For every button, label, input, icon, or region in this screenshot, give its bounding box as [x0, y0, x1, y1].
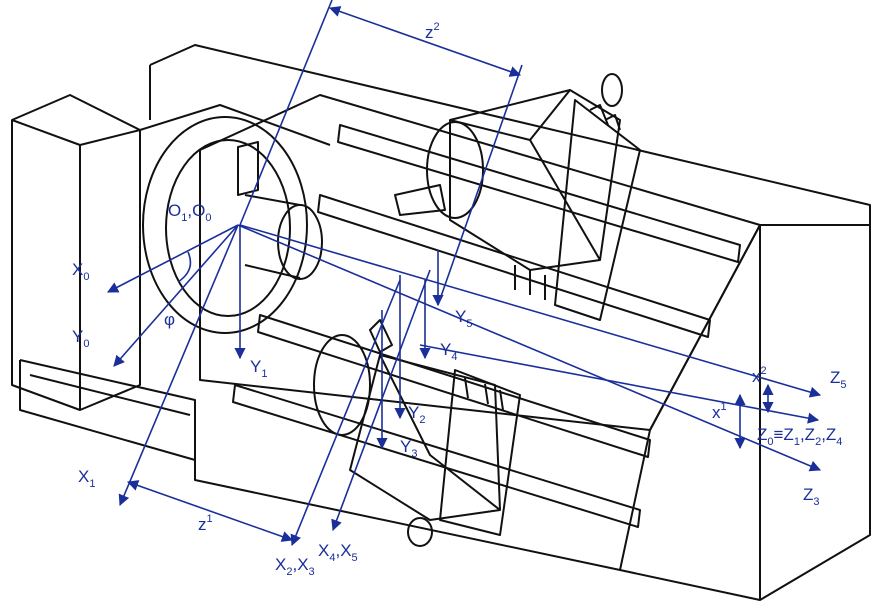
upper-rail-2: [317, 194, 711, 338]
upper-tool-disc: [426, 121, 484, 219]
headstock-cap: [139, 104, 331, 146]
label-phi: φ: [164, 310, 175, 329]
upper-turret-knob: [601, 73, 623, 107]
axis-x4-x5: [331, 269, 431, 532]
label-x4-x5: X4,X5: [318, 541, 358, 564]
label-y2: Y2: [408, 403, 425, 426]
z2-right-extension: [437, 64, 523, 306]
axis-labels: z2 O1,O0 X0 Y0 φ Y1 X1 z1 Y5 Y4 Y2 Y3 X2…: [72, 21, 847, 578]
label-z2: z2: [425, 21, 440, 42]
z2-left-extension: [239, 0, 333, 226]
coordinate-axes: [107, 0, 822, 547]
label-z1: z1: [198, 513, 213, 534]
headstock-top-edge: [79, 129, 141, 146]
axis-x1: [118, 224, 239, 507]
label-y3: Y3: [400, 437, 417, 460]
axis-z5: [239, 224, 822, 398]
axis-x0: [107, 224, 239, 293]
lower-turret-plate: [439, 369, 521, 536]
label-x1-small: x1: [712, 401, 727, 422]
axis-x2-x3: [290, 279, 401, 547]
label-y1: Y1: [250, 357, 267, 380]
upper-turret-body: [449, 89, 621, 271]
label-x1: X1: [78, 467, 95, 490]
lower-tool-disc: [313, 334, 371, 436]
bed-surface: [199, 94, 761, 431]
label-z0-equiv: Z0≡Z1,Z2,Z4: [757, 425, 842, 448]
label-z5: Z5: [830, 368, 847, 391]
label-y4: Y4: [440, 340, 457, 363]
label-x2: x2: [752, 365, 767, 386]
upper-turret-plate: [554, 99, 641, 321]
lower-turret-body: [349, 354, 501, 521]
label-x2-x3: X2,X3: [275, 555, 315, 578]
lathe-machine-drawing: [11, 44, 871, 601]
label-y0: Y0: [72, 327, 89, 350]
z2-dimension-line: [328, 6, 522, 77]
label-o1-o0: O1,O0: [168, 201, 211, 224]
chuck-jaw: [237, 141, 259, 196]
headstock-box: [11, 94, 141, 411]
lower-turret-bolts: [464, 377, 504, 411]
lower-turret-face: [379, 354, 501, 511]
upper-turret-studs: [514, 265, 546, 300]
axis-y0: [113, 224, 239, 367]
lower-tool-tip: [369, 319, 393, 353]
label-x0: X0: [72, 260, 89, 283]
chuck-flange: [142, 116, 308, 334]
upper-tool-holder: [394, 184, 446, 216]
machine-base-side: [19, 359, 196, 460]
label-y5: Y5: [455, 307, 472, 330]
machine-end-slope: [619, 224, 870, 601]
z1-dimension-line: [126, 480, 294, 542]
upper-rail-1: [337, 124, 741, 263]
label-z3: Z3: [803, 485, 820, 508]
axis-z0: [419, 344, 820, 424]
machine-back-top-edge: [149, 44, 871, 225]
machine-base-front: [19, 360, 621, 571]
lower-turret-knob: [407, 517, 433, 547]
axis-z3: [237, 224, 822, 472]
upper-turret-edge: [529, 89, 571, 141]
chuck-inner: [165, 139, 291, 317]
lower-rail-2: [232, 384, 641, 528]
phi-arc: [177, 251, 192, 283]
upper-turret-bolts: [589, 104, 621, 131]
machine-base-groove: [29, 374, 191, 416]
